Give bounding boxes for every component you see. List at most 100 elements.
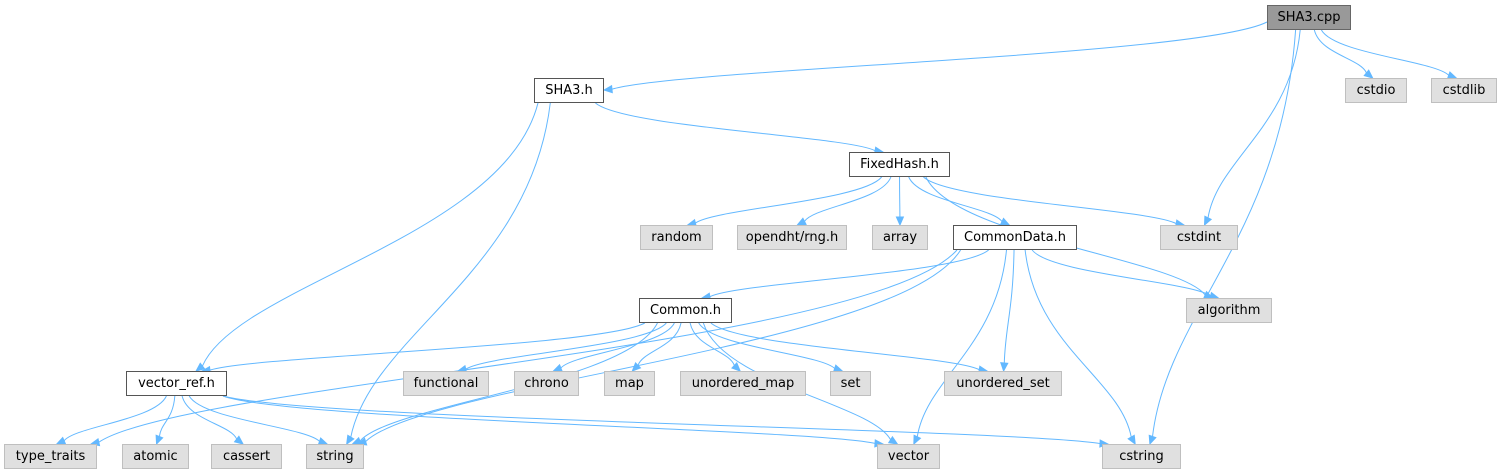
- arrowhead: [887, 435, 899, 445]
- node-label: string: [316, 449, 354, 464]
- arrowhead: [195, 362, 206, 372]
- node-umap: unordered_map: [680, 371, 806, 396]
- edge-fixedhash-to-opendht: [804, 176, 892, 222]
- arrowhead: [1148, 434, 1157, 446]
- node-vectorref[interactable]: vector_ref.h: [126, 371, 227, 396]
- arrowhead: [155, 434, 164, 446]
- node-label: chrono: [524, 376, 569, 391]
- node-label: cassert: [222, 449, 271, 464]
- edge-common-to-uset: [710, 322, 980, 371]
- node-cstdint: cstdint: [1160, 225, 1238, 250]
- node-label: algorithm: [1197, 303, 1261, 318]
- node-cassert: cassert: [211, 444, 282, 469]
- node-array: array: [872, 225, 928, 250]
- edge-vectorref-to-cassert: [181, 395, 238, 440]
- edge-sha3cpp-to-cstdint: [1207, 29, 1301, 218]
- node-label: vector: [887, 449, 930, 464]
- edge-vectorref-to-vector: [222, 395, 876, 444]
- edge-common-to-umap: [689, 322, 735, 366]
- node-label: CommonData.h: [964, 230, 1066, 245]
- node-label: SHA3.h: [545, 83, 593, 98]
- node-random: random: [640, 225, 713, 250]
- node-sha3h[interactable]: SHA3.h: [534, 78, 604, 103]
- node-label: SHA3.cpp: [1277, 10, 1341, 25]
- edge-common-to-vectorref: [209, 322, 646, 371]
- edge-sha3cpp-to-cstdlib: [1320, 29, 1450, 76]
- edge-common-to-string: [359, 322, 658, 442]
- edge-vectorref-to-typetraits: [63, 395, 167, 442]
- node-label: functional: [413, 376, 479, 391]
- node-string: string: [306, 444, 364, 469]
- node-cstdio: cstdio: [1345, 78, 1407, 103]
- node-label: cstdlib: [1442, 83, 1486, 98]
- edge-sha3h-to-fixedhash: [595, 102, 876, 152]
- node-label: cstdio: [1356, 83, 1396, 98]
- node-common[interactable]: Common.h: [639, 298, 732, 323]
- node-fixedhash[interactable]: FixedHash.h: [849, 152, 950, 177]
- arrowhead: [631, 361, 642, 372]
- edge-common-to-functional: [465, 322, 667, 370]
- node-label: array: [882, 230, 918, 245]
- node-cstring: cstring: [1102, 444, 1181, 469]
- edge-commondata-to-algorithm: [1031, 249, 1211, 297]
- node-commondata[interactable]: CommonData.h: [953, 225, 1077, 250]
- node-label: unordered_set: [956, 376, 1050, 391]
- node-label: vector_ref.h: [138, 376, 215, 391]
- edge-commondata-to-cstring: [1024, 249, 1132, 438]
- edge-commondata-to-common: [709, 249, 989, 298]
- edge-fixedhash-to-commondata: [908, 176, 1003, 222]
- edge-sha3h-to-string: [350, 102, 551, 438]
- arrowhead: [895, 216, 905, 227]
- arrowhead: [796, 217, 807, 226]
- node-sha3cpp: SHA3.cpp: [1267, 5, 1351, 30]
- edge-sha3h-to-vectorref: [201, 102, 539, 367]
- edge-fixedhash-to-random: [695, 176, 883, 224]
- arrowhead: [346, 434, 355, 446]
- node-label: set: [840, 376, 861, 391]
- node-label: Common.h: [650, 303, 721, 318]
- arrowhead: [1363, 69, 1374, 79]
- node-label: random: [651, 230, 702, 245]
- edge-commondata-to-vector: [916, 249, 1007, 437]
- edge-sha3cpp-to-cstdio: [1313, 29, 1367, 74]
- node-label: map: [615, 376, 644, 391]
- edge-commondata-to-uset: [1003, 249, 1015, 364]
- arrowhead: [55, 436, 67, 445]
- arrowhead: [1127, 434, 1136, 446]
- edge-common-to-set: [698, 322, 836, 369]
- node-opendht: opendht/rng.h: [737, 225, 847, 250]
- arrowhead: [1000, 362, 1009, 373]
- node-uset: unordered_set: [944, 371, 1062, 396]
- node-map: map: [604, 371, 655, 396]
- edge-commondata-to-typetraits: [98, 249, 958, 443]
- node-cstdlib: cstdlib: [1431, 78, 1497, 103]
- edge-common-to-chrono: [560, 322, 675, 369]
- node-functional: functional: [403, 371, 489, 396]
- node-label: cstdint: [1176, 230, 1222, 245]
- edge-vectorref-to-string: [188, 395, 320, 442]
- edge-commondata-to-string: [365, 249, 962, 442]
- node-label: FixedHash.h: [860, 157, 939, 172]
- node-label: type_traits: [15, 449, 86, 464]
- edge-vectorref-to-atomic: [158, 395, 176, 437]
- arrowhead: [233, 435, 244, 445]
- node-vector: vector: [877, 444, 940, 469]
- edge-sha3cpp-to-sha3h: [611, 21, 1268, 90]
- edge-common-to-map: [637, 322, 682, 366]
- edge-sha3cpp-to-cstring: [1152, 29, 1297, 437]
- node-set: set: [830, 371, 871, 396]
- node-label: unordered_map: [691, 376, 795, 391]
- arrowhead: [1203, 215, 1213, 227]
- arrowhead: [999, 217, 1011, 226]
- node-algorithm: algorithm: [1186, 298, 1272, 323]
- arrowhead: [913, 434, 922, 446]
- node-atomic: atomic: [122, 444, 189, 469]
- arrowhead: [731, 362, 742, 372]
- arrowhead: [602, 84, 613, 94]
- edge-vectorref-to-cstring: [222, 395, 1101, 445]
- node-label: opendht/rng.h: [745, 230, 839, 245]
- node-typetraits: type_traits: [4, 444, 97, 469]
- node-label: cstring: [1119, 449, 1164, 464]
